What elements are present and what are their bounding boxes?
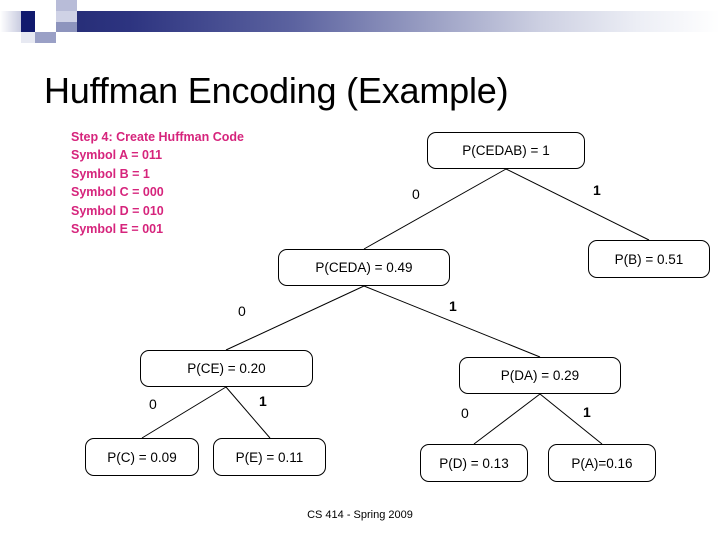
tree-node-e[interactable]: P(E) = 0.11 [213,438,326,476]
header-square-11 [21,32,35,43]
header-square-5 [35,11,56,32]
tree-node-e-label: P(E) = 0.11 [235,449,304,465]
tree-node-d[interactable]: P(D) = 0.13 [420,444,528,482]
edge-cedab-b [505,168,650,241]
edge-label-cedab-right: 1 [593,182,601,198]
tree-node-ceda-label: P(CEDA) = 0.49 [315,260,413,275]
edge-ceda-da [363,285,541,358]
header-gradient-bar [33,11,720,32]
edge-label-da-left: 0 [461,405,469,421]
step-heading: Step 4: Create Huffman Code [71,130,244,144]
symbol-code-e: Symbol E = 001 [71,222,164,237]
header-square-2 [21,0,35,11]
edge-cedab-ceda [363,168,507,250]
tree-node-a[interactable]: P(A)=0.16 [548,444,656,482]
tree-node-ceda[interactable]: P(CEDA) = 0.49 [278,249,450,286]
tree-node-b[interactable]: P(B) = 0.51 [588,240,710,278]
page-title: Huffman Encoding (Example) [44,70,509,111]
edge-label-ceda-right: 1 [449,298,457,314]
edge-label-ceda-left: 0 [238,303,246,319]
symbol-code-b: Symbol B = 1 [71,166,150,181]
edge-da-a [539,393,603,445]
symbol-code-c: Symbol C = 000 [71,185,164,200]
tree-node-b-label: P(B) = 0.51 [614,251,684,267]
tree-node-cedab[interactable]: P(CEDAB) = 1 [427,132,585,169]
edge-da-d [473,393,541,445]
tree-node-da-label: P(DA) = 0.29 [500,368,580,383]
header-square-4 [35,0,56,11]
edge-label-da-right: 1 [583,404,591,420]
tree-node-c-label: P(C) = 0.09 [107,449,177,465]
edge-label-ce-right: 1 [259,393,267,409]
header-square-6 [56,0,77,11]
header-square-8 [56,22,77,32]
tree-node-cedab-label: P(CEDAB) = 1 [462,143,550,158]
header-square-7 [56,11,77,22]
header-square-10 [0,32,21,43]
tree-node-da[interactable]: P(DA) = 0.29 [459,357,621,394]
symbol-code-a: Symbol A = 011 [71,148,163,163]
tree-node-c[interactable]: P(C) = 0.09 [85,438,199,476]
slide-footer: CS 414 - Spring 2009 [307,509,413,521]
header-square-3 [21,11,35,32]
header-square-9 [35,32,56,43]
edge-ce-c [141,386,227,439]
edge-ceda-ce [225,285,365,351]
edge-label-cedab-left: 0 [412,186,420,202]
symbol-code-d: Symbol D = 010 [71,203,164,218]
tree-node-a-label: P(A)=0.16 [571,455,633,471]
header-square-1 [0,11,21,32]
edge-label-ce-left: 0 [149,396,157,412]
tree-node-ce[interactable]: P(CE) = 0.20 [140,350,313,387]
tree-node-d-label: P(D) = 0.13 [439,455,509,471]
tree-node-ce-label: P(CE) = 0.20 [187,361,266,376]
huffman-code-list: Step 4: Create Huffman Code Symbol A = 0… [71,128,244,238]
